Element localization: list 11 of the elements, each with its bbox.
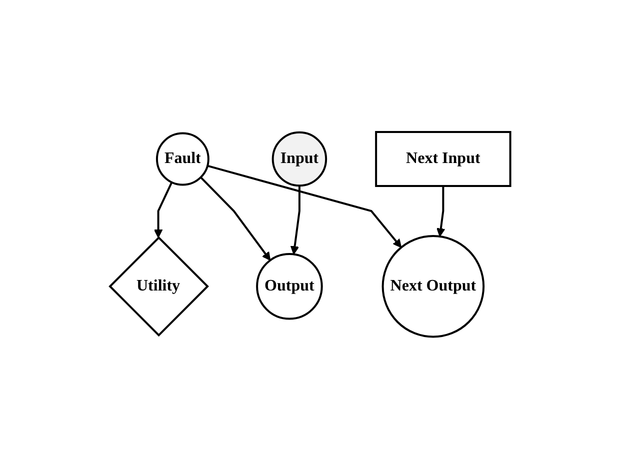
node-diamond: Utility (108, 236, 209, 336)
arrow (436, 186, 446, 236)
node-circle: Input (272, 130, 327, 186)
node-circle: Fault (156, 132, 210, 186)
node-circle: Output (256, 252, 323, 320)
arrow (207, 164, 402, 248)
arrow (154, 181, 172, 238)
node-box: Next Input (374, 130, 512, 187)
node-circle: Next Output (382, 234, 484, 338)
arrow (290, 185, 300, 254)
arrow (200, 176, 270, 260)
